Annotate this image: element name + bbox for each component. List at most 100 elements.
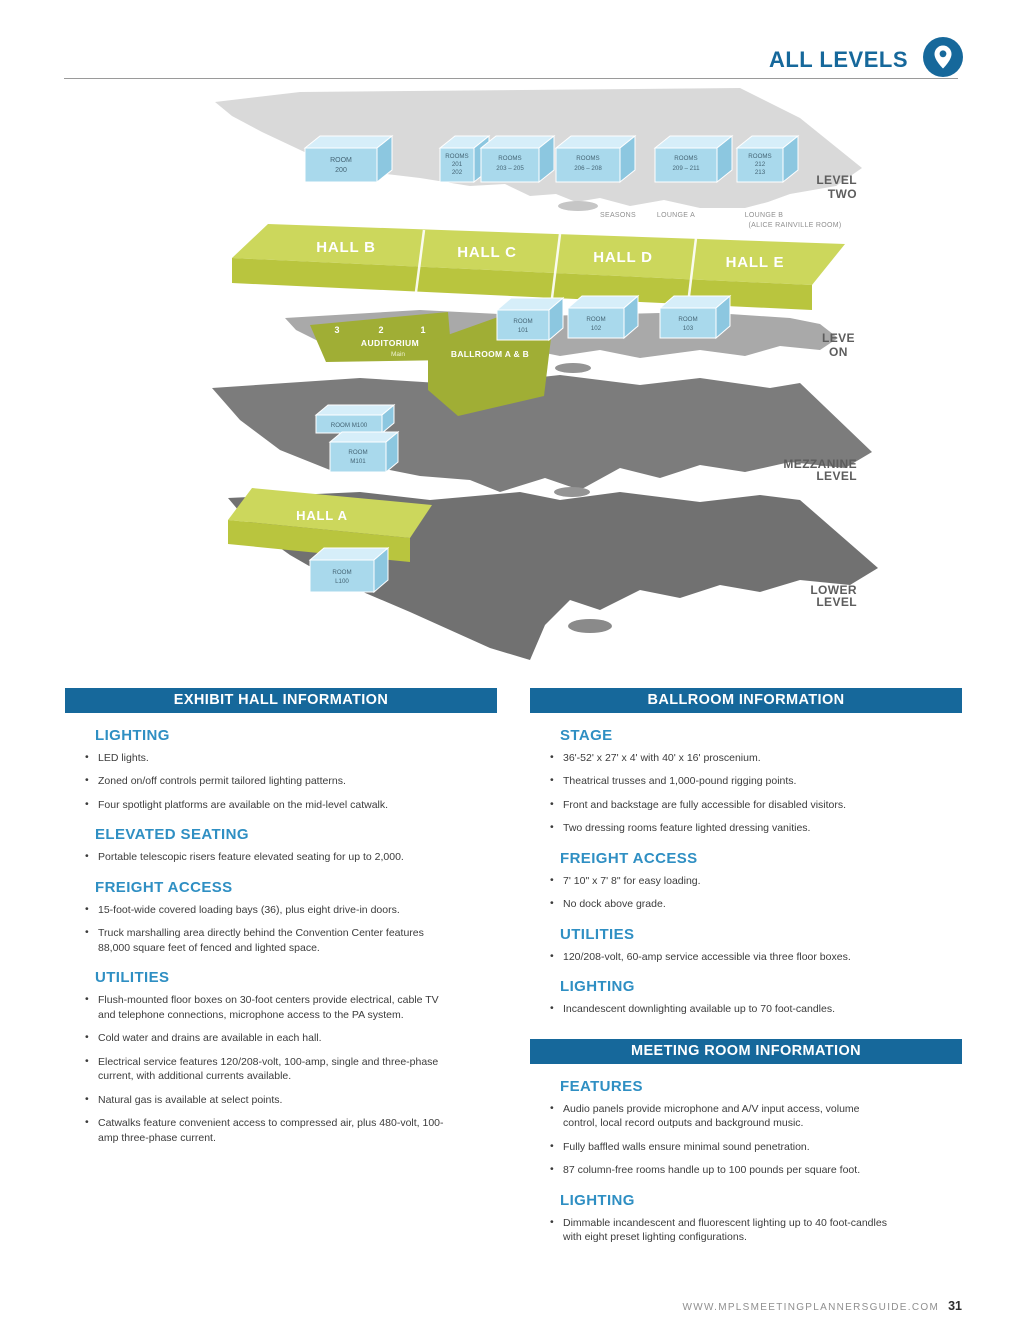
heading-ballroom-lighting: LIGHTING	[560, 978, 635, 996]
bullet-item: Cold water and drains are available in e…	[85, 1030, 457, 1045]
rooms-203-205-range: 203 – 205	[496, 165, 524, 172]
rooms-206-208-range: 206 – 208	[574, 165, 602, 172]
bullet-item: Natural gas is available at select point…	[85, 1092, 457, 1107]
room-l100-label: ROOM	[332, 569, 351, 576]
seasons-label: SEASONS	[600, 212, 636, 219]
exhibit-hall-info-title: EXHIBIT HALL INFORMATION	[173, 692, 389, 708]
bullet-item: Four spotlight platforms are available o…	[85, 797, 457, 812]
room-101-number: 101	[518, 327, 529, 334]
lounge-b-label: LOUNGE B	[745, 212, 784, 219]
stage-list: 36'-52' x 27' x 4' with 40' x 16' prosce…	[550, 750, 962, 836]
connector-shape	[555, 363, 591, 373]
rooms-203-205-label: ROOMS	[498, 155, 521, 162]
hall-separator	[550, 233, 562, 299]
room-m100-label: ROOM M100	[331, 422, 368, 429]
room-200-number: 200	[335, 167, 347, 174]
bullet-item: Audio panels provide microphone and A/V …	[550, 1101, 888, 1131]
rooms-201-202-label: ROOMS	[445, 153, 468, 160]
room-m101-label: ROOM	[348, 449, 367, 456]
exhibit-lighting-list: LED lights. Zoned on/off controls permit…	[85, 750, 497, 812]
bullet-item: Flush-mounted floor boxes on 30-foot cen…	[85, 992, 457, 1022]
auditorium-area	[310, 312, 452, 362]
room-102-box: ROOM 102	[566, 294, 640, 340]
bullet-item: Front and backstage are fully accessible…	[550, 797, 888, 812]
bullet-item: LED lights.	[85, 750, 457, 765]
meeting-room-info-title: MEETING ROOM INFORMATION	[630, 1042, 862, 1059]
heading-meeting-lighting: LIGHTING	[560, 1191, 635, 1209]
room-102-label: ROOM	[586, 316, 605, 323]
level-one-label-line2: ON	[829, 345, 848, 359]
meeting-lighting-list: Dimmable incandescent and fluorescent li…	[550, 1215, 962, 1245]
levels-diagram: ROOM 200 ROOMS 201 202 ROOMS 203 – 2	[0, 80, 1024, 680]
ballroom-label: BALLROOM A & B	[451, 349, 529, 359]
hall-a-slab-top	[228, 488, 432, 538]
bullet-item: Zoned on/off controls permit tailored li…	[85, 773, 457, 788]
room-103-label: ROOM	[678, 316, 697, 323]
bullet-item: No dock above grade.	[550, 896, 888, 911]
bullet-item: 7' 10" x 7' 8" for easy loading.	[550, 873, 888, 888]
rooms-209-211-range: 209 – 211	[672, 165, 700, 172]
exhibit-hall-info-bar: EXHIBIT HALL INFORMATION	[65, 688, 497, 713]
footer-page-number: 31	[948, 1299, 962, 1313]
bullet-item: Catwalks feature convenient access to co…	[85, 1115, 457, 1145]
heading-exhibit-freight-access: FREIGHT ACCESS	[95, 878, 233, 896]
level-two-label-line2: TWO	[828, 187, 857, 201]
heading-elevated-seating: ELEVATED SEATING	[95, 826, 249, 844]
hall-a-label: HALL A	[296, 508, 348, 523]
rooms-206-208-label: ROOMS	[576, 155, 599, 162]
ballroom-meeting-info-section: BALLROOM INFORMATION STAGE 36'-52' x 27'…	[530, 688, 962, 1254]
connector-shape	[558, 201, 598, 211]
bullet-item: Theatrical trusses and 1,000-pound riggi…	[550, 773, 888, 788]
room-102-number: 102	[591, 325, 602, 332]
rooms-212-213-number-1: 212	[755, 161, 766, 168]
level-two: ROOM 200 ROOMS 201 202 ROOMS 203 – 2	[215, 88, 862, 229]
meeting-room-info-bar: MEETING ROOM INFORMATION	[530, 1038, 962, 1064]
bullet-item: 87 column-free rooms handle up to 100 po…	[550, 1162, 888, 1177]
bullet-item: Two dressing rooms feature lighted dress…	[550, 820, 888, 835]
hall-separator	[686, 237, 698, 305]
room-l100-number: L100	[335, 578, 349, 585]
bullet-item: Incandescent downlighting available up t…	[550, 1001, 888, 1016]
bullet-item: Fully baffled walls ensure minimal sound…	[550, 1139, 888, 1154]
auditorium-section-3: 3	[334, 325, 339, 335]
rooms-206-208-box: ROOMS 206 – 208	[554, 134, 637, 184]
rooms-201-202-number-1: 201	[452, 161, 463, 168]
footer-url: WWW.MPLSMEETINGPLANNERSGUIDE.COM	[682, 1302, 940, 1313]
room-200-box: ROOM 200	[303, 134, 394, 184]
heading-stage: STAGE	[560, 727, 613, 744]
page-title: ALL LEVELS	[768, 46, 908, 72]
bullet-item: Portable telescopic risers feature eleva…	[85, 849, 457, 864]
bullet-item: 15-foot-wide covered loading bays (36), …	[85, 902, 457, 917]
connector-shape	[568, 619, 612, 633]
rooms-212-213-box: ROOMS 212 213	[735, 134, 800, 184]
elevated-seating-list: Portable telescopic risers feature eleva…	[85, 849, 497, 864]
room-200-label: ROOM	[330, 157, 352, 164]
room-m101-number: M101	[350, 458, 366, 465]
ballroom-info-bar: BALLROOM INFORMATION	[530, 688, 962, 713]
heading-exhibit-utilities: UTILITIES	[95, 969, 170, 987]
info-columns: EXHIBIT HALL INFORMATION LIGHTING LED li…	[65, 688, 962, 1254]
auditorium-label: AUDITORIUM	[361, 338, 419, 348]
room-101-label: ROOM	[513, 318, 532, 325]
room-103-number: 103	[683, 325, 694, 332]
heading-exhibit-lighting: LIGHTING	[95, 727, 170, 744]
room-m100-box: ROOM M100	[314, 403, 396, 435]
lounge-a-label: LOUNGE A	[657, 212, 695, 219]
bullet-item: Truck marshalling area directly behind t…	[85, 925, 457, 955]
mezzanine-label-line1: MEZZANINE	[783, 457, 857, 471]
hall-e-label: HALL E	[726, 254, 785, 271]
room-m101-box: ROOM M101	[328, 430, 400, 474]
lower-level-label-line1: LOWER	[810, 583, 857, 597]
hall-d-label: HALL D	[593, 249, 653, 266]
heading-ballroom-utilities: UTILITIES	[560, 925, 635, 943]
hall-separator	[414, 229, 426, 293]
ballroom-lighting-list: Incandescent downlighting available up t…	[550, 1001, 962, 1016]
auditorium-sublabel: Main	[391, 351, 405, 358]
page-header: ALL LEVELS	[769, 36, 964, 83]
rooms-209-211-label: ROOMS	[674, 155, 697, 162]
hall-c-label: HALL C	[457, 244, 517, 261]
rooms-201-202-number-2: 202	[452, 169, 463, 176]
level-one-label-line1: LEVE	[822, 331, 855, 345]
level-two-label-line1: LEVEL	[816, 173, 857, 187]
